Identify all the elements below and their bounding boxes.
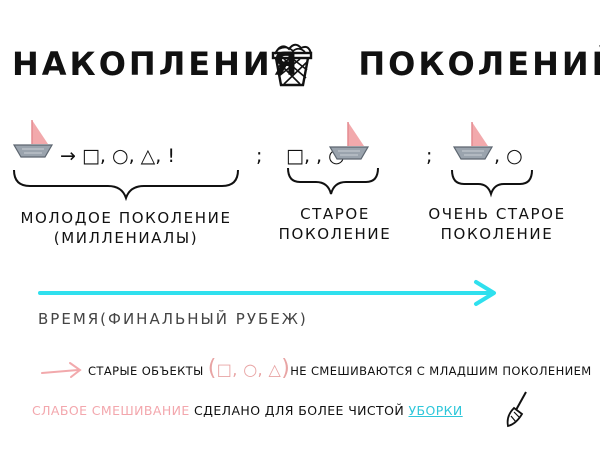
- page-title: НАКОПЛЕНИЯ ПОКОЛЕНИЙ: [12, 44, 600, 84]
- generation-sequence: → □, ○, △, !: [60, 145, 175, 167]
- sailboat-icon: [328, 122, 370, 160]
- generation-label-young: МОЛОДОЕ ПОКОЛЕНИЕ (МИЛЛЕНИАЛЫ): [20, 209, 232, 247]
- sailboat-icon: [12, 120, 54, 158]
- pink-arrow: [41, 362, 82, 378]
- generation-sequence: □, , ○: [286, 145, 345, 167]
- cleanup-link[interactable]: УБОРКИ: [408, 403, 463, 418]
- brace-old: [287, 167, 379, 195]
- generation-sequence: , ○: [494, 145, 523, 167]
- time-arrow: [38, 280, 496, 306]
- brace-young: [13, 169, 239, 202]
- brace-very-old: [451, 169, 533, 198]
- separator: ;: [426, 145, 433, 167]
- trash-basket-icon: [271, 43, 313, 87]
- generation-label-old: СТАРОЕ ПОКОЛЕНИЕ: [278, 205, 392, 243]
- sailboat-icon: [452, 122, 494, 160]
- separator: ;: [256, 145, 263, 167]
- generation-label-very-old: ОЧЕНЬ СТАРОЕ ПОКОЛЕНИЕ: [428, 205, 566, 243]
- time-label: ВРЕМЯ(ФИНАЛЬНЫЙ РУБЕЖ): [38, 310, 308, 328]
- note-old-objects: СТАРЫЕ ОБЪЕКТЫ (□, ○, △)НЕ СМЕШИВАЮТСЯ С…: [88, 356, 592, 381]
- title-word-1: НАКОПЛЕНИЯ: [12, 45, 301, 83]
- weak-mixing-highlight: СЛАБОЕ СМЕШИВАНИЕ: [32, 403, 190, 418]
- title-word-2: ПОКОЛЕНИЙ: [358, 45, 600, 83]
- note-weak-mixing: СЛАБОЕ СМЕШИВАНИЕ СДЕЛАНО ДЛЯ БОЛЕЕ ЧИСТ…: [32, 403, 463, 418]
- broom-icon: [506, 391, 527, 428]
